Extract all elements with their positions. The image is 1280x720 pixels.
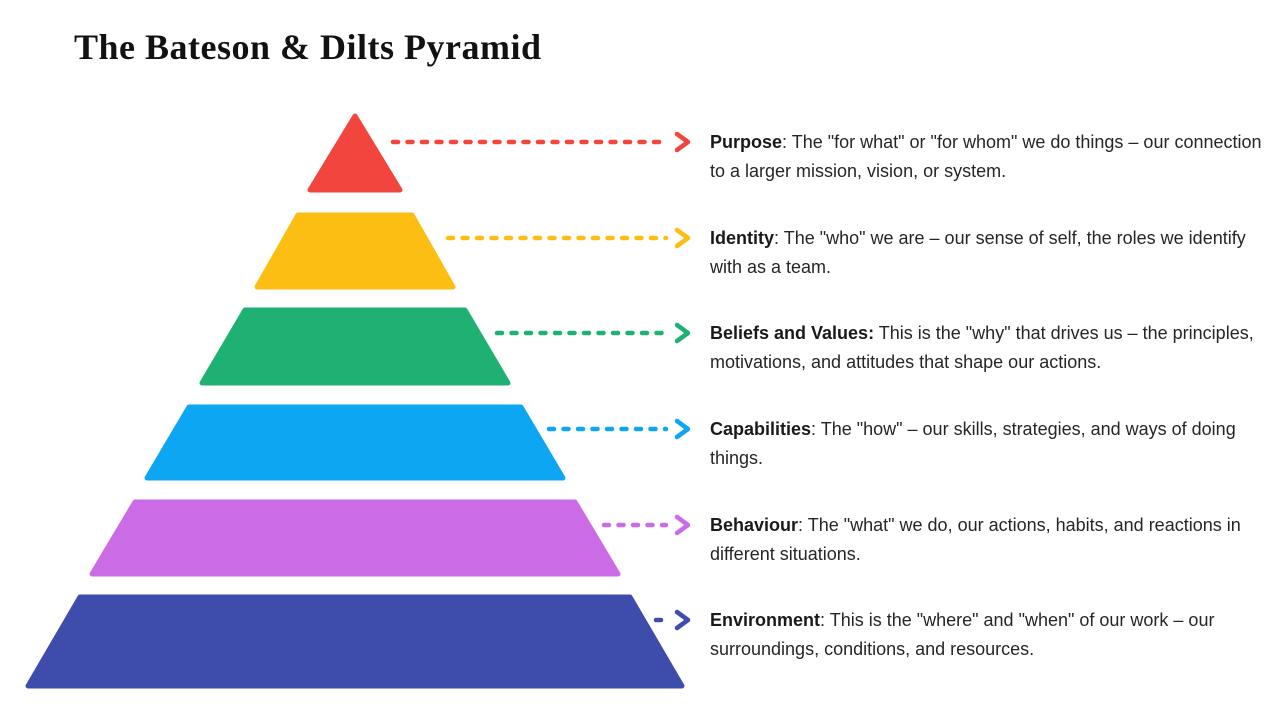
arrow-head-icon [674,227,691,249]
level-label: Environment [710,610,821,630]
pyramid-level-identity [254,212,456,290]
behaviour-shape [89,499,621,577]
level-description-environment: Environment: This is the "where" and "wh… [710,606,1266,664]
environment-shape [25,594,685,689]
capabilities-shape [144,404,566,481]
level-description-beliefs-and-values: Beliefs and Values: This is the "why" th… [710,319,1266,377]
level-separator: : [820,610,830,630]
level-text: The "how" – our skills, strategies, and … [710,419,1236,468]
purpose-shape [307,113,403,193]
level-text: The "who" we are – our sense of self, th… [710,228,1246,277]
pyramid-level-capabilities [144,404,566,481]
pyramid-level-beliefs-and-values [199,307,511,386]
level-text: This is the "where" and "when" of our wo… [710,610,1215,659]
pyramid-level-environment [25,594,685,689]
level-text: The "for what" or "for whom" we do thing… [710,132,1262,181]
environment-arrow [653,609,691,631]
identity-shape [254,212,456,290]
level-description-capabilities: Capabilities: The "how" – our skills, st… [710,415,1266,473]
arrow-head-icon [674,322,691,344]
purpose-arrow [390,131,691,153]
level-label: Capabilities [710,419,812,439]
level-label: Behaviour [710,515,799,535]
capabilities-arrow [546,418,691,440]
level-label: Beliefs and Values: [710,323,875,343]
level-description-behaviour: Behaviour: The "what" we do, our actions… [710,511,1266,569]
beliefs-and-values-arrow [494,322,691,344]
pyramid-level-purpose [307,113,403,193]
level-separator: : [782,132,792,152]
arrow-head-icon [674,418,691,440]
pyramid-level-behaviour [89,499,621,577]
identity-arrow [445,227,691,249]
level-text: The "what" we do, our actions, habits, a… [710,515,1241,564]
level-label: Identity [710,228,775,248]
level-description-identity: Identity: The "who" we are – our sense o… [710,224,1266,282]
arrow-head-icon [674,131,691,153]
arrow-head-icon [674,609,691,631]
level-separator: : [798,515,808,535]
beliefs-and-values-shape [199,307,511,386]
page-title: The Bateson & Dilts Pyramid [74,27,542,67]
level-separator: : [811,419,821,439]
arrow-head-icon [674,514,691,536]
level-text: This is the "why" that drives us – the p… [710,323,1254,372]
level-separator: : [774,228,784,248]
level-label: Purpose [710,132,783,152]
behaviour-arrow [601,514,691,536]
level-description-purpose: Purpose: The "for what" or "for whom" we… [710,128,1266,186]
